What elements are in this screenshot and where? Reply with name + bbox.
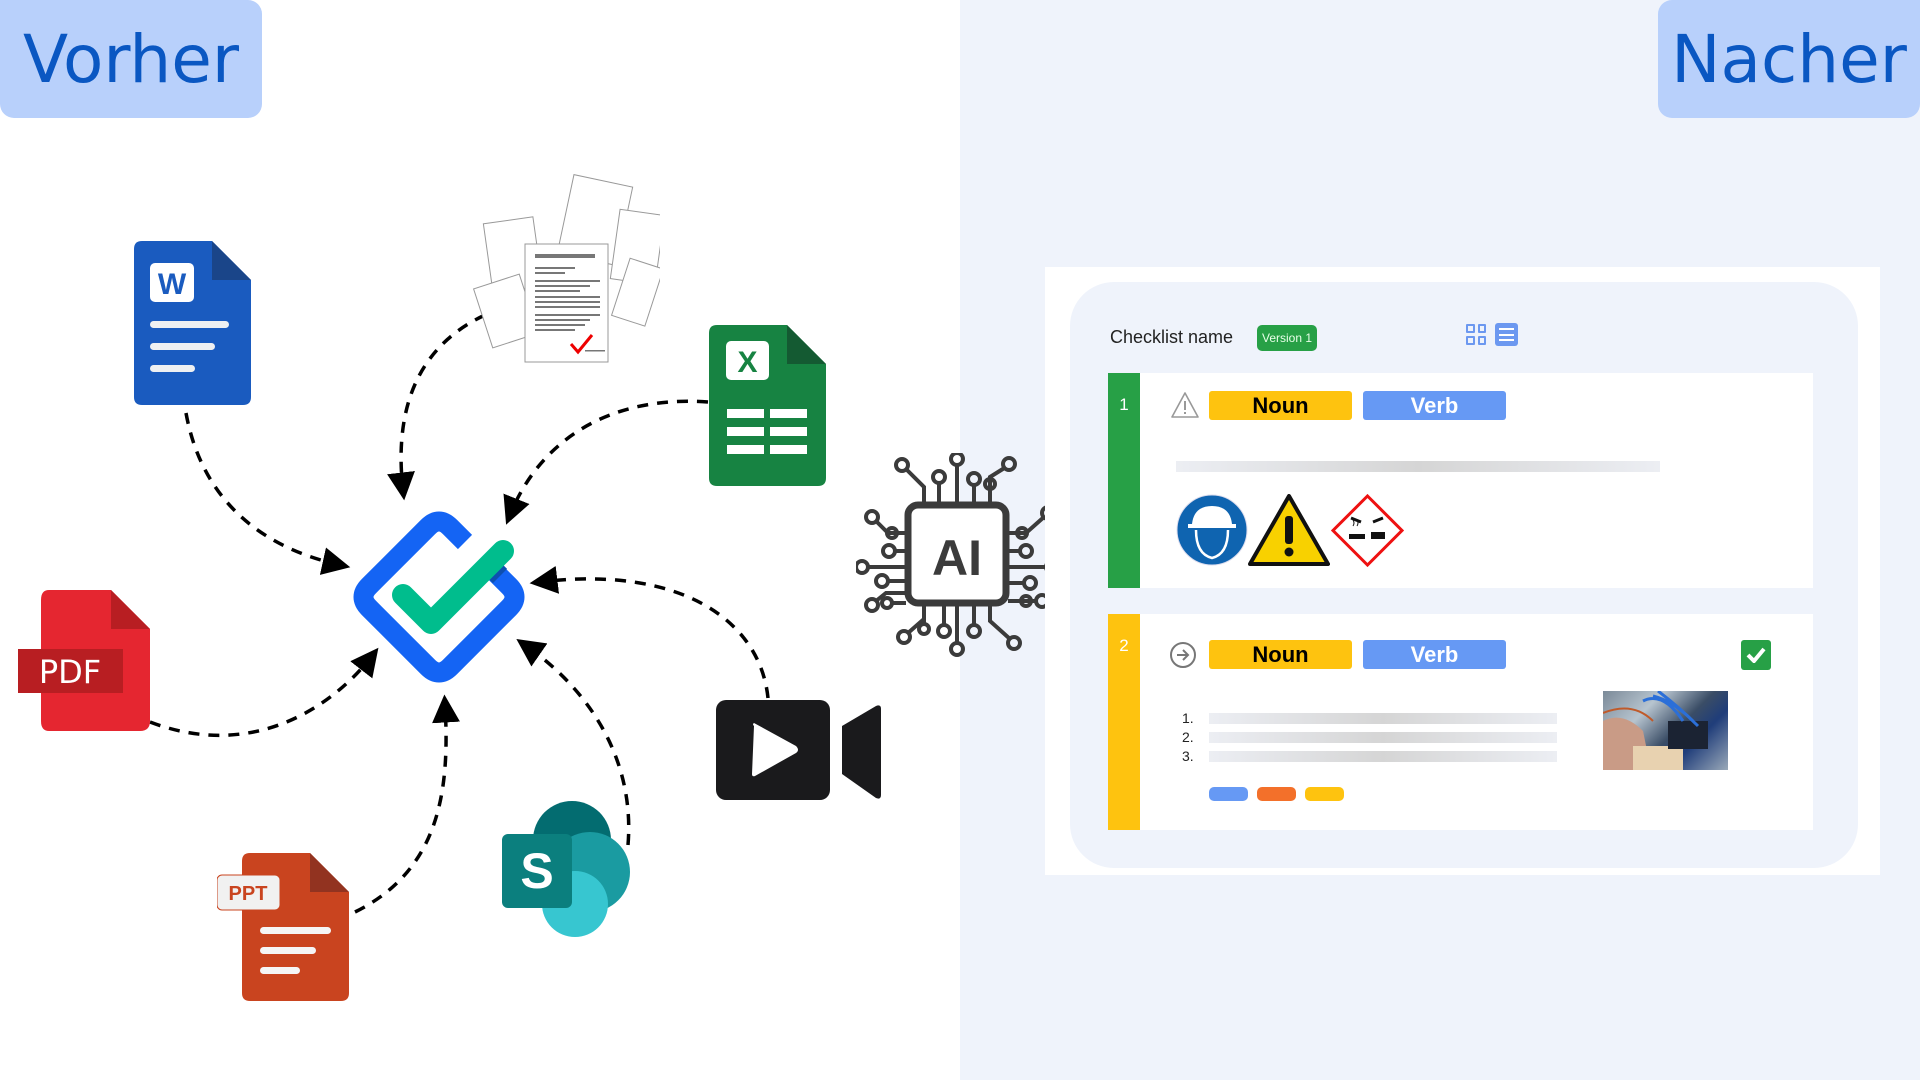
pdf-icon: PDF xyxy=(18,590,150,731)
item-number: 2 xyxy=(1108,614,1140,830)
step-number: 1. xyxy=(1182,710,1194,726)
svg-text:PDF: PDF xyxy=(39,653,101,691)
svg-text:W: W xyxy=(158,268,187,301)
svg-text:AI: AI xyxy=(932,530,982,586)
checklist-title: Checklist name xyxy=(1110,327,1234,347)
svg-text:PPT: PPT xyxy=(229,883,268,905)
warning-sign-icon xyxy=(1248,494,1330,566)
step-number: 2. xyxy=(1182,729,1194,745)
hard-hat-required-icon xyxy=(1176,494,1248,566)
tag-pill-blue xyxy=(1209,787,1248,801)
step-placeholder xyxy=(1209,751,1557,762)
verb-tag: Verb xyxy=(1363,391,1506,420)
tag-pill-yellow xyxy=(1305,787,1344,801)
grid-view-icon[interactable] xyxy=(1465,323,1487,346)
electronics-photo xyxy=(1603,691,1728,770)
checked-checkbox[interactable] xyxy=(1741,640,1771,670)
svg-text:S: S xyxy=(520,843,553,899)
version-badge: Version 1 xyxy=(1257,325,1318,351)
noun-tag: Noun xyxy=(1209,640,1352,669)
excel-icon: X xyxy=(709,325,826,486)
noun-tag: Noun xyxy=(1209,391,1352,420)
svg-text:X: X xyxy=(737,346,757,379)
list-view-icon[interactable] xyxy=(1495,323,1518,346)
checklist-logo-icon xyxy=(350,508,528,686)
video-camera-icon xyxy=(716,700,882,801)
paper-stack-icon xyxy=(470,172,666,364)
tag-pill-orange xyxy=(1257,787,1296,801)
word-icon: W xyxy=(134,241,251,405)
text-placeholder xyxy=(1176,461,1660,472)
before-label: Vorher xyxy=(0,0,262,118)
verb-tag: Verb xyxy=(1363,640,1506,669)
step-placeholder xyxy=(1209,732,1557,743)
after-label: Nacher xyxy=(1658,0,1920,118)
sharepoint-icon: S xyxy=(500,800,640,940)
step-number: 3. xyxy=(1182,748,1194,764)
corrosive-hazard-icon xyxy=(1330,493,1405,568)
warning-outline-icon xyxy=(1170,391,1200,419)
ppt-icon: PPT xyxy=(216,853,349,1001)
arrow-circle-right-icon xyxy=(1169,641,1197,669)
ai-chip-icon: AI xyxy=(854,451,1064,661)
step-placeholder xyxy=(1209,713,1557,724)
item-number: 1 xyxy=(1108,373,1140,588)
